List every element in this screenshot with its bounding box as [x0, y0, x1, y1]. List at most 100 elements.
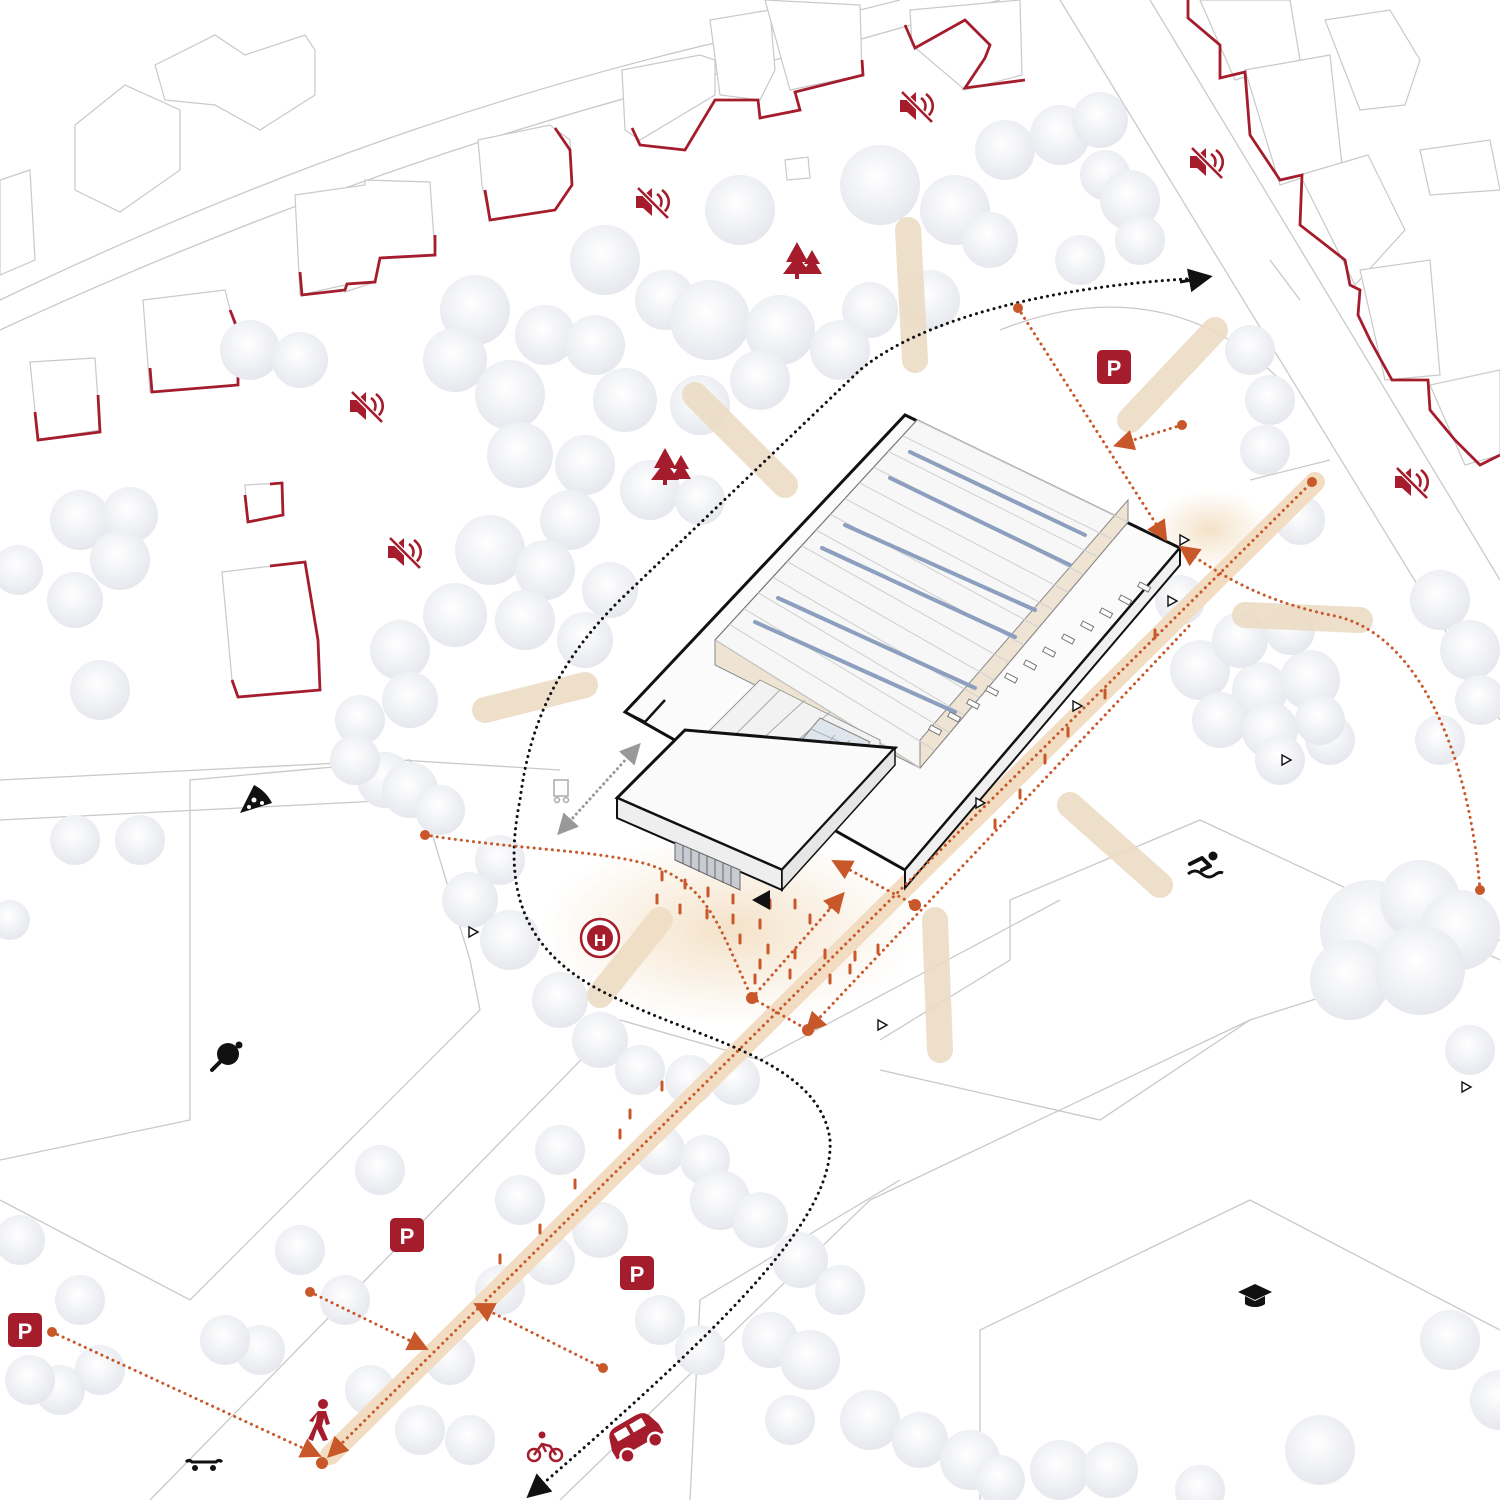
tree-canopy: [495, 1175, 545, 1225]
parking-icon: P: [1097, 350, 1131, 384]
entrance-triangle-icon: [1281, 753, 1293, 767]
tree-canopy: [730, 350, 790, 410]
tree-canopy: [480, 910, 540, 970]
tree-canopy: [115, 815, 165, 865]
roof-rib: [859, 482, 1069, 593]
facade-window: [1022, 659, 1038, 671]
tree-canopy: [620, 460, 680, 520]
tree-canopy: [55, 1275, 105, 1325]
skylight: [843, 523, 1037, 612]
tree-canopy: [0, 545, 43, 595]
tree-canopy: [515, 540, 575, 600]
tree-canopy: [705, 175, 775, 245]
tree-canopy: [355, 1145, 405, 1195]
mute-slash: [389, 537, 421, 569]
tree-canopy: [635, 1295, 685, 1345]
mute-slash: [1396, 467, 1428, 499]
roof-rib: [772, 576, 980, 699]
facade-window: [946, 711, 962, 723]
tree-canopy: [50, 490, 110, 550]
roof-rib: [887, 450, 1099, 558]
tree-canopy: [415, 785, 465, 835]
cyclist-icon: [526, 1431, 564, 1463]
tree-canopy: [1030, 1440, 1090, 1500]
tree-canopy: [455, 515, 525, 585]
tree-canopy: [1470, 1370, 1500, 1430]
skylight: [888, 476, 1072, 567]
parking-label: P: [400, 1224, 415, 1249]
tree-canopy: [102, 487, 158, 543]
skylight: [753, 620, 957, 714]
tree-canopy: [1255, 735, 1305, 785]
tree-canopy: [975, 1455, 1025, 1500]
mute-slash: [1191, 147, 1223, 179]
tree-canopy: [840, 1390, 900, 1450]
service-route: [557, 742, 641, 836]
roof-rib: [916, 419, 1129, 523]
cart-icon: [553, 779, 570, 804]
tree-canopy: [0, 1215, 45, 1265]
facade-window: [1041, 646, 1057, 658]
facade-window: [965, 698, 981, 710]
pedestrian-flow-marks: [498, 628, 1157, 1265]
tree-canopy: [557, 612, 613, 668]
tree-canopy: [70, 660, 130, 720]
tree-canopy: [442, 872, 498, 928]
tree-canopy: [423, 583, 487, 647]
tree-canopy: [1055, 235, 1105, 285]
tree-canopy: [220, 320, 280, 380]
roof-rib: [786, 560, 995, 681]
tree-canopy: [382, 672, 438, 728]
tree-canopy: [47, 572, 103, 628]
roof-skylights: [753, 450, 1087, 714]
facade-window: [1079, 620, 1095, 632]
noise-muted-icon: [1190, 146, 1225, 180]
parking-label: P: [1107, 356, 1122, 381]
table-tennis-icon: [210, 1041, 243, 1072]
tree-canopy: [5, 1355, 55, 1405]
graduation-cap-icon: [1238, 1284, 1272, 1307]
parking-icon: P: [620, 1256, 654, 1290]
tree-canopy: [1310, 940, 1390, 1020]
tree-canopy: [1415, 715, 1465, 765]
parking-label: P: [18, 1319, 33, 1344]
helipad-icon: H: [579, 917, 621, 959]
tree-canopy: [1100, 170, 1160, 230]
tree-canopy: [572, 1012, 628, 1068]
tree-canopy: [1280, 650, 1340, 710]
tree-canopy: [1410, 570, 1470, 630]
tree-canopy: [532, 972, 588, 1028]
parking-label: P: [630, 1262, 645, 1287]
entrance-triangle-icon: [468, 925, 480, 939]
tree-canopy: [975, 120, 1035, 180]
tree-canopy: [495, 590, 555, 650]
facade-window: [1136, 581, 1152, 593]
tree-canopy: [335, 695, 385, 745]
tree-canopy: [440, 275, 510, 345]
parking-icons: P P P P: [8, 350, 1131, 1347]
tree-canopy: [1285, 1415, 1355, 1485]
facade-window: [1003, 672, 1019, 684]
entrance-triangle-icon: [1179, 533, 1191, 547]
tree-canopy: [842, 282, 898, 338]
tree-canopy: [1192, 692, 1248, 748]
route-nodes: [47, 303, 1485, 1469]
roof-rib: [844, 498, 1054, 611]
tree-canopy: [487, 422, 553, 488]
entrance-triangle-icon: [1461, 1080, 1473, 1094]
skylight: [776, 596, 977, 690]
car-icon: [609, 1413, 664, 1465]
tree-canopy: [330, 735, 380, 785]
roof-rib: [758, 592, 965, 716]
tree-canopy: [1225, 325, 1275, 375]
tree-canopy: [1440, 620, 1500, 680]
mute-slash: [901, 91, 933, 123]
facade-window: [927, 724, 943, 736]
tree-canopy: [1455, 675, 1500, 725]
tree-canopy: [395, 1405, 445, 1455]
roof-rib: [729, 623, 936, 751]
upper-roof-facade: [714, 498, 1129, 769]
tree-canopy: [675, 1325, 725, 1375]
facade-window: [1098, 607, 1114, 619]
